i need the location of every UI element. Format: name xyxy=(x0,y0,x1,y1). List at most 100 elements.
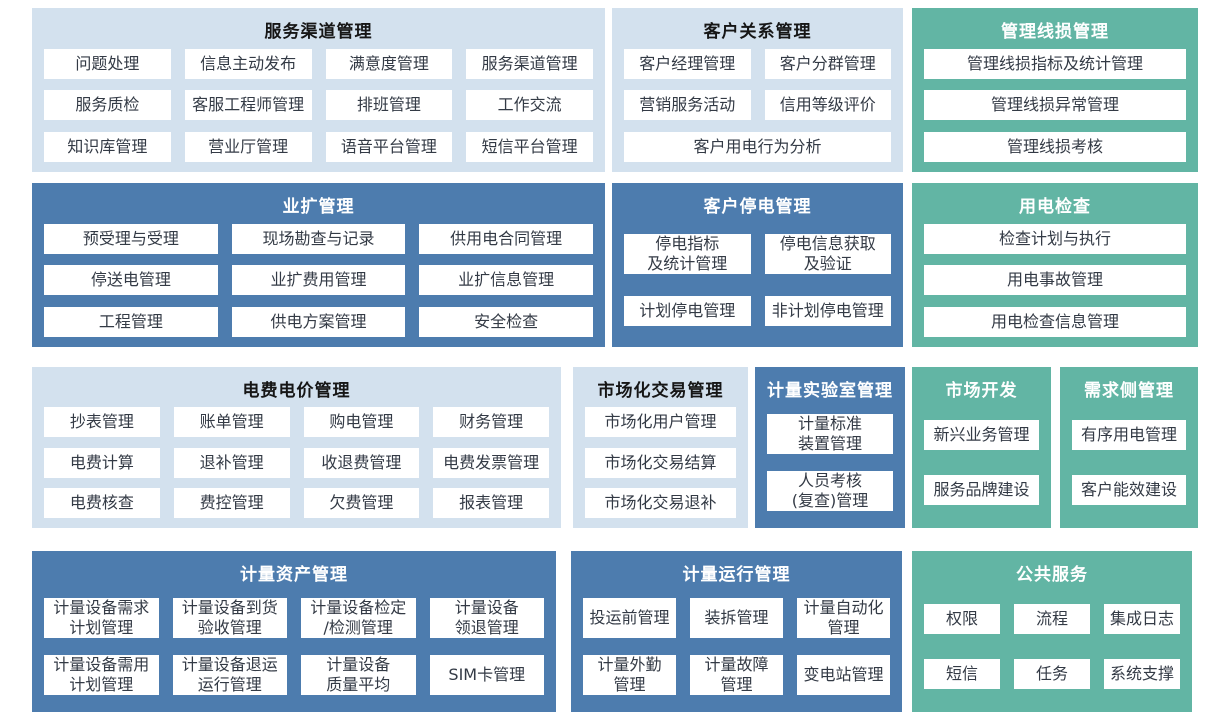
module-item[interactable]: 安全检查 xyxy=(419,306,593,337)
panel-market-trade-title: 市场化交易管理 xyxy=(597,381,724,401)
panel-service-channel-items: 问题处理信息主动发布满意度管理服务渠道管理服务质检客服工程师管理排班管理工作交流… xyxy=(44,47,593,163)
module-item[interactable]: 信息主动发布 xyxy=(184,48,312,79)
module-item[interactable]: 电费计算 xyxy=(44,447,160,478)
module-item[interactable]: 计量故障 管理 xyxy=(690,655,783,696)
module-item[interactable]: 短信平台管理 xyxy=(466,131,593,162)
panel-metering-operation-items: 投运前管理装拆管理计量自动化 管理计量外勤 管理计量故障 管理变电站管理 xyxy=(583,590,890,703)
module-item[interactable]: 供用电合同管理 xyxy=(419,223,593,254)
module-item[interactable]: 停电指标 及统计管理 xyxy=(624,234,751,274)
module-item[interactable]: 用电事故管理 xyxy=(924,265,1186,295)
panel-customer-relation-items: 客户经理管理客户分群管理营销服务活动信用等级评价客户用电行为分析 xyxy=(624,47,891,163)
module-item[interactable]: 工作交流 xyxy=(466,90,593,120)
module-item[interactable]: 用电检查信息管理 xyxy=(924,306,1186,337)
module-item[interactable]: 管理线损指标及统计管理 xyxy=(924,48,1186,79)
panel-metering-asset-items: 计量设备需求 计划管理计量设备到货 验收管理计量设备检定 /检测管理计量设备 领… xyxy=(44,590,544,703)
module-item[interactable]: 管理线损异常管理 xyxy=(924,90,1186,120)
module-item[interactable]: 有序用电管理 xyxy=(1072,420,1186,451)
module-item[interactable]: 营业厅管理 xyxy=(184,131,312,162)
panel-public-service: 公共服务权限流程集成日志短信任务系统支撑 xyxy=(912,551,1192,712)
module-item[interactable]: 计量设备检定 /检测管理 xyxy=(301,597,416,638)
module-item[interactable]: 流程 xyxy=(1014,604,1090,635)
module-item[interactable]: 非计划停电管理 xyxy=(764,296,891,326)
module-item[interactable]: 管理线损考核 xyxy=(924,131,1186,162)
module-item[interactable]: 装拆管理 xyxy=(690,597,783,638)
module-item[interactable]: 计量设备退运 运行管理 xyxy=(172,655,287,696)
module-item[interactable]: 服务品牌建设 xyxy=(924,474,1039,505)
module-item[interactable]: 营销服务活动 xyxy=(624,90,751,120)
panel-market-trade-items: 市场化用户管理市场化交易结算市场化交易退补 xyxy=(585,406,736,519)
module-item[interactable]: 投运前管理 xyxy=(583,597,676,638)
module-item[interactable]: 电费发票管理 xyxy=(433,447,549,478)
module-item[interactable]: 信用等级评价 xyxy=(764,90,891,120)
module-item[interactable]: 满意度管理 xyxy=(325,48,453,79)
module-item[interactable]: 工程管理 xyxy=(44,306,218,337)
panel-customer-relation-title: 客户关系管理 xyxy=(703,22,812,42)
module-item[interactable]: 停电信息获取 及验证 xyxy=(764,234,891,274)
module-item[interactable]: 权限 xyxy=(924,604,1000,635)
module-item[interactable]: 抄表管理 xyxy=(44,406,160,437)
module-item[interactable]: 预受理与受理 xyxy=(44,223,218,254)
panel-line-loss-items: 管理线损指标及统计管理管理线损异常管理管理线损考核 xyxy=(924,47,1186,163)
module-item[interactable]: 计量标准 装置管理 xyxy=(767,413,893,454)
module-item[interactable]: 客服工程师管理 xyxy=(184,90,312,120)
panel-business-expansion-title: 业扩管理 xyxy=(282,197,355,217)
module-item[interactable]: 账单管理 xyxy=(173,406,290,437)
module-item[interactable]: 问题处理 xyxy=(44,48,171,79)
module-item[interactable]: 供电方案管理 xyxy=(231,306,406,337)
module-item[interactable]: 业扩费用管理 xyxy=(231,265,406,295)
module-item[interactable]: 计量设备 领退管理 xyxy=(429,597,544,638)
module-item[interactable]: 语音平台管理 xyxy=(325,131,453,162)
module-item[interactable]: 检查计划与执行 xyxy=(924,223,1186,254)
panel-metering-lab: 计量实验室管理计量标准 装置管理人员考核 (复查)管理 xyxy=(755,367,905,528)
module-item[interactable]: 系统支撑 xyxy=(1104,658,1180,689)
panel-market-dev-title: 市场开发 xyxy=(945,381,1018,401)
module-item[interactable]: 市场化用户管理 xyxy=(585,406,736,437)
module-item[interactable]: 排班管理 xyxy=(325,90,453,120)
panel-public-service-title: 公共服务 xyxy=(1016,565,1088,585)
module-item[interactable]: 变电站管理 xyxy=(797,655,890,696)
module-item[interactable]: 计量设备需求 计划管理 xyxy=(44,597,159,638)
module-item[interactable]: 服务质检 xyxy=(44,90,171,120)
panel-metering-asset: 计量资产管理计量设备需求 计划管理计量设备到货 验收管理计量设备检定 /检测管理… xyxy=(32,551,556,712)
panel-metering-asset-title: 计量资产管理 xyxy=(240,565,348,585)
module-item[interactable]: 市场化交易退补 xyxy=(585,488,736,519)
module-item[interactable]: 客户分群管理 xyxy=(764,48,891,79)
module-item[interactable]: 市场化交易结算 xyxy=(585,447,736,478)
module-item[interactable]: 计量设备需用 计划管理 xyxy=(44,655,159,696)
module-item[interactable]: 欠费管理 xyxy=(303,488,420,519)
panel-metering-operation-title: 计量运行管理 xyxy=(682,565,791,585)
module-item[interactable]: 停送电管理 xyxy=(44,265,218,295)
module-item[interactable]: 客户经理管理 xyxy=(624,48,751,79)
module-item[interactable]: 知识库管理 xyxy=(44,131,171,162)
module-item[interactable]: 报表管理 xyxy=(433,488,549,519)
panel-line-loss: 管理线损管理管理线损指标及统计管理管理线损异常管理管理线损考核 xyxy=(912,8,1198,172)
panel-tariff-items: 抄表管理账单管理购电管理财务管理电费计算退补管理收退费管理电费发票管理电费核查费… xyxy=(44,406,549,519)
module-item[interactable]: 人员考核 (复查)管理 xyxy=(767,471,893,512)
module-item[interactable]: 新兴业务管理 xyxy=(924,420,1039,451)
module-item[interactable]: 计量外勤 管理 xyxy=(583,655,676,696)
module-item[interactable]: 集成日志 xyxy=(1104,604,1180,635)
module-item[interactable]: 服务渠道管理 xyxy=(466,48,593,79)
module-item[interactable]: 客户用电行为分析 xyxy=(624,131,891,162)
module-item[interactable]: 计量自动化 管理 xyxy=(797,597,890,638)
module-item[interactable]: 计划停电管理 xyxy=(624,296,751,326)
panel-metering-operation: 计量运行管理投运前管理装拆管理计量自动化 管理计量外勤 管理计量故障 管理变电站… xyxy=(571,551,902,712)
module-item[interactable]: 客户能效建设 xyxy=(1072,474,1186,505)
module-item[interactable]: 电费核查 xyxy=(44,488,160,519)
panel-customer-outage-items: 停电指标 及统计管理停电信息获取 及验证计划停电管理非计划停电管理 xyxy=(624,222,891,338)
module-item[interactable]: 计量设备 质量平均 xyxy=(301,655,416,696)
panel-power-inspection-items: 检查计划与执行用电事故管理用电检查信息管理 xyxy=(924,222,1186,338)
panel-market-dev-items: 新兴业务管理服务品牌建设 xyxy=(924,406,1039,519)
module-item[interactable]: 财务管理 xyxy=(433,406,549,437)
module-item[interactable]: 购电管理 xyxy=(303,406,420,437)
module-item[interactable]: 收退费管理 xyxy=(303,447,420,478)
module-item[interactable]: 计量设备到货 验收管理 xyxy=(172,597,287,638)
module-item[interactable]: 费控管理 xyxy=(173,488,290,519)
module-item[interactable]: 业扩信息管理 xyxy=(419,265,593,295)
panel-tariff: 电费电价管理抄表管理账单管理购电管理财务管理电费计算退补管理收退费管理电费发票管… xyxy=(32,367,561,528)
module-item[interactable]: 退补管理 xyxy=(173,447,290,478)
module-item[interactable]: 任务 xyxy=(1014,658,1090,689)
module-item[interactable]: 现场勘查与记录 xyxy=(231,223,406,254)
module-item[interactable]: 短信 xyxy=(924,658,1000,689)
module-item[interactable]: SIM卡管理 xyxy=(429,655,544,696)
